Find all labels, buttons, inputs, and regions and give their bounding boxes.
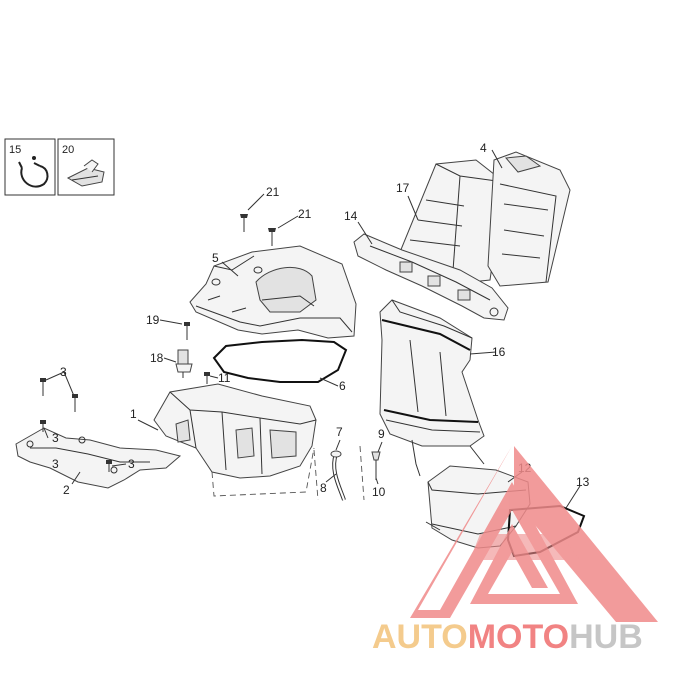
watermark-moto: MOTO (468, 618, 569, 656)
screw-21b (268, 228, 276, 246)
callout-7: 7 (336, 425, 343, 439)
callout-17: 17 (396, 181, 410, 195)
clamp-9-10 (371, 451, 381, 480)
airbox-hidden-outline (211, 447, 315, 497)
filter-housing-4 (487, 151, 571, 287)
thumbnail-15: 15 (4, 138, 56, 196)
screw-3a (40, 378, 46, 396)
callout-5: 5 (212, 251, 219, 265)
thumbnail-15-label: 15 (9, 144, 21, 156)
watermark-hub: HUB (569, 618, 643, 656)
watermark-auto: AUTO (372, 618, 468, 656)
callout-3c: 3 (52, 457, 59, 471)
callout-9: 9 (378, 427, 385, 441)
thumbnail-20: 20 (57, 138, 115, 196)
cover-seal (212, 338, 348, 383)
callout-labels: 1 2 3 3 3 3 4 5 6 7 8 9 10 11 12 13 14 1… (52, 141, 590, 499)
watermark-triangle (410, 446, 578, 618)
watermark-logo: AUTOMOTOHUB (372, 446, 658, 656)
screw-3c (40, 420, 46, 432)
sensor-18 (175, 349, 193, 378)
airbox-lower (153, 383, 317, 479)
drain-hose-8 (330, 450, 346, 501)
callout-21a: 21 (266, 185, 280, 199)
clamp-guide (359, 445, 365, 501)
screw-3b (72, 394, 78, 412)
callout-1: 1 (130, 407, 137, 421)
callout-4: 4 (480, 141, 487, 155)
callout-3d: 3 (128, 457, 135, 471)
clip-icon (66, 159, 105, 187)
filter-frame-14 (353, 233, 509, 321)
callout-13: 13 (576, 475, 590, 489)
callout-21b: 21 (298, 207, 312, 221)
screw-11 (204, 372, 210, 384)
callout-10: 10 (372, 485, 386, 499)
airbox-cover (189, 245, 357, 339)
thumbnail-20-label: 20 (62, 144, 74, 156)
callout-16: 16 (492, 345, 506, 359)
callout-3a: 3 (60, 365, 67, 379)
callout-18: 18 (150, 351, 164, 365)
callout-11: 11 (218, 371, 231, 385)
air-filter-17 (399, 159, 505, 285)
intake-duct-16 (379, 299, 485, 477)
callout-19: 19 (146, 313, 160, 327)
callout-6: 6 (339, 379, 346, 393)
mounting-bracket (15, 427, 182, 489)
resonator-12 (425, 465, 531, 549)
callout-2: 2 (63, 483, 70, 497)
screw-21a (240, 214, 248, 232)
svg-text:AUTOMOTOHUB: AUTOMOTOHUB (372, 618, 643, 656)
callout-8: 8 (320, 481, 327, 495)
screw-3d (106, 460, 112, 472)
callout-3b: 3 (52, 431, 59, 445)
drain-guide-7 (313, 449, 319, 501)
screw-19 (184, 322, 190, 340)
leader-lines (43, 149, 581, 509)
clamp-ring-icon (18, 156, 49, 188)
callout-14: 14 (344, 209, 358, 223)
